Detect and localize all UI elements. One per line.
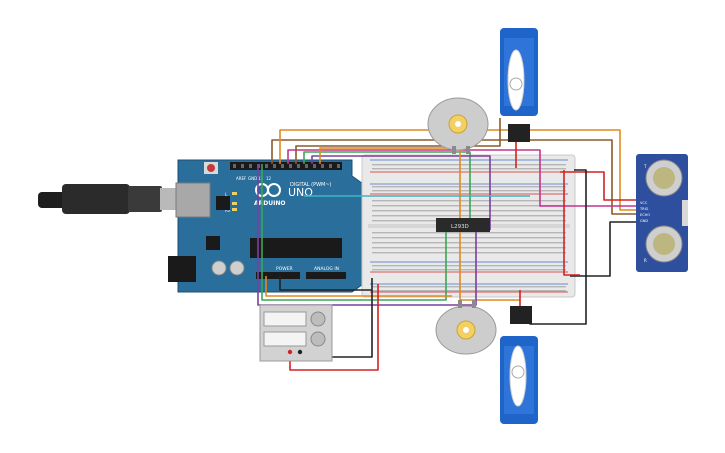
pin-label-gnd: GND [248,176,257,181]
dc-motor-top [427,97,489,154]
sensor-pin-trig: TRIG [639,207,649,211]
sensor-mark-r: R [644,258,647,263]
usb-chip [216,196,230,210]
wire-magenta-echo [287,149,636,207]
arduino-uno-board: AREF GND 13 12 DIGITAL (PWM~) L TX RX AR… [168,159,367,293]
analog-label: ANALOG IN [314,266,339,272]
wire-brown-servo-top [295,118,501,164]
servo-top [500,28,538,142]
arduino-model: UNO [288,186,313,199]
usb-jack [175,182,211,218]
wire-black-gnd [279,276,373,291]
pin-label-13: 13 [258,176,264,181]
dc-motor-bottom [435,300,497,355]
arduino-brand: ARDUINO [254,200,285,207]
wire-red-vcc [560,171,636,201]
battery-pack [259,304,333,362]
digital-header [230,162,342,170]
analog-header [306,272,346,279]
ultrasonic-sensor: HC-SR04 T R VCC TRIG ECHO GND [636,154,696,272]
sensor-model: HC-SR04 [690,215,696,237]
wire-red-rail [563,170,580,276]
wire-purple-1 [311,155,491,230]
power-jack [168,256,196,282]
sensor-pin-vcc: VCC [640,201,648,205]
pin-label-12: 12 [266,176,272,181]
led-label-rx: RX [225,208,231,213]
sensor-mark-t: T [643,164,647,169]
wire-purple-2 [257,164,477,306]
digital-label: DIGITAL (PWM~) [290,182,332,188]
wire-black-sensor-gnd [570,221,636,277]
wire-orange-sensor [279,129,636,211]
wire-brown-trig [271,139,636,215]
l293d-label: L293D [451,224,469,230]
wire-orange-3 [265,276,452,297]
servo-bottom [500,306,538,424]
l293d-chip: L293D [436,218,490,232]
power-header [256,272,300,279]
pin-label-aref: AREF [236,176,247,181]
sensor-pin-echo: ECHO [640,213,650,217]
power-label: POWER [276,266,293,272]
wire-green-2 [261,164,447,301]
wire-green-1 [303,151,471,230]
atmega-chip [250,238,342,258]
usb-cable [38,184,180,214]
led-label-l: L [225,192,228,197]
sensor-pin-gnd: GND [640,219,648,223]
